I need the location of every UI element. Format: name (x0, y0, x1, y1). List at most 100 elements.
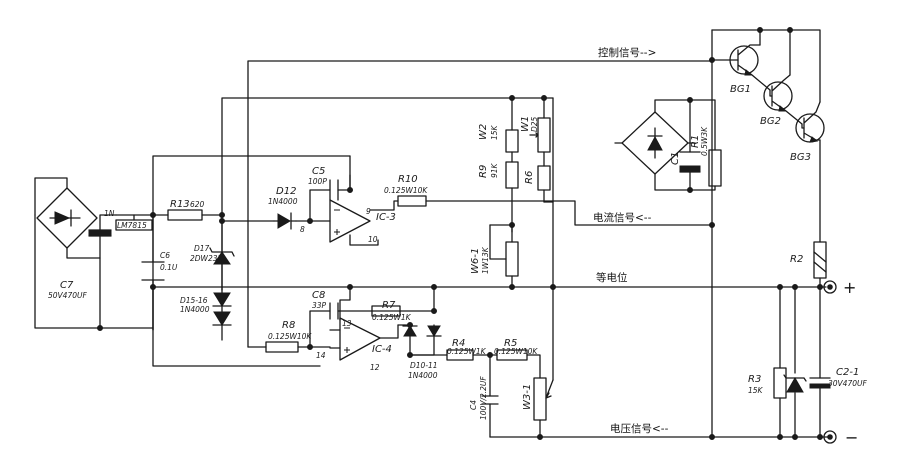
label-minus: − (845, 428, 858, 447)
label-r10: R10 (398, 174, 418, 185)
label-r13: R13 (170, 199, 190, 210)
label-c7-val: 50V470UF (48, 291, 87, 300)
label-d17-val: 2DW232 (190, 254, 223, 263)
label-r1-val: 0.5W3K (700, 126, 709, 156)
pot-w3 (533, 377, 554, 421)
label-c6: C6 (160, 251, 170, 260)
capacitor-c1 (679, 151, 701, 173)
label-r3: R3 (748, 374, 761, 385)
label-r6: R6 (524, 171, 535, 184)
label-r10-val: 0.125W10K (384, 186, 428, 195)
label-r4-val: 0.125W1K (447, 347, 487, 356)
label-d12-val: 1N4000 (268, 197, 298, 206)
capacitor-c8 (329, 302, 339, 320)
capacitor-c4 (481, 395, 499, 405)
label-c8-val: 33P (312, 301, 327, 310)
label-r2: R2 (790, 254, 803, 265)
label-w6-val: 1W13K (481, 246, 490, 274)
regulator-lm7815 (115, 214, 153, 231)
label-c2: C2-1 (836, 367, 859, 378)
diode-d12 (273, 212, 297, 230)
label-r5: R5 (504, 338, 517, 349)
label-ic4-p14: 14 (316, 351, 326, 360)
label-r5-val: 0.125W10K (494, 347, 538, 356)
label-c4: C4 (469, 400, 478, 410)
label-ic3: IC-3 (376, 212, 396, 223)
capacitor-c7 (88, 229, 112, 259)
capacitor-c2 (809, 377, 831, 389)
label-bg3: BG3 (790, 152, 811, 163)
label-d17: D17 (194, 244, 210, 253)
label-lm7815: LM7815 (117, 221, 147, 230)
label-w3: W3-1 (522, 384, 533, 410)
pot-w1 (529, 117, 551, 153)
label-plus: + (843, 278, 856, 297)
resistor-r6 (537, 165, 551, 191)
component-labels: R13 620 1N LM7815 C7 50V470UF C6 0.1U D1… (48, 84, 867, 420)
resistor-r1 (708, 149, 722, 187)
label-w2: W2 (478, 124, 489, 140)
label-c5-val: 100P (308, 177, 327, 186)
wires (34, 29, 829, 438)
label-c5: C5 (312, 166, 325, 177)
resistor-r10 (397, 195, 427, 207)
label-r1: R1 (690, 135, 701, 148)
label-d10-val: 1N4000 (408, 371, 438, 380)
resistor-r2 (813, 241, 827, 279)
capacitor-c6 (141, 261, 165, 281)
label-w6: W6-1 (470, 248, 481, 274)
pot-w6 (489, 224, 519, 277)
bridge-rectifier-left (36, 187, 98, 249)
opamp-ic3 (329, 199, 371, 243)
zener-d17 (209, 214, 235, 291)
label-ic3-p10: 10 (368, 235, 378, 244)
label-c4-val: 100V/2.2UF (479, 376, 488, 420)
label-d12: D12 (276, 186, 296, 197)
label-w2-val: 15K (490, 124, 499, 140)
label-current-signal: 电流信号<-- (593, 211, 652, 224)
label-r9: R9 (478, 165, 489, 178)
label-w1: W1 (520, 116, 531, 132)
label-r4: R4 (452, 338, 465, 349)
resistor-r4 (446, 349, 474, 361)
label-r8: R8 (282, 320, 295, 331)
label-ic3-p9: 9 (366, 207, 371, 216)
label-c6-val: 0.1U (160, 263, 178, 272)
label-ic4-p12: 12 (370, 363, 380, 372)
label-voltage-signal: 电压信号<-- (610, 422, 669, 435)
label-ic4: IC-4 (372, 344, 392, 355)
label-r13-val: 620 (190, 200, 205, 209)
label-r8-val: 0.125W10K (268, 332, 312, 341)
label-r3-val: 15K (748, 386, 764, 395)
label-c8: C8 (312, 290, 325, 301)
label-w1-val: D25 (530, 116, 539, 132)
label-r9-val: 91K (490, 162, 499, 178)
label-bg2: BG2 (760, 116, 781, 127)
transistor-bg2 (763, 74, 803, 125)
opamp-ic4 (329, 317, 381, 361)
label-r7: R7 (382, 300, 396, 311)
transistor-bg1 (711, 44, 771, 91)
resistor-r3 (773, 367, 787, 399)
label-equipotential: 等电位 (596, 271, 628, 284)
diodes-d10-11 (402, 325, 442, 337)
label-ic4-p13: 13 (342, 319, 352, 328)
resistor-r13 (167, 209, 203, 221)
label-ic3-p8: 8 (300, 225, 305, 234)
transistor-bg3 (795, 101, 825, 143)
label-1n: 1N (104, 209, 115, 218)
label-control-signal: 控制信号--> (598, 46, 656, 59)
label-c7: C7 (60, 280, 74, 291)
resistor-r9 (505, 161, 519, 189)
label-bg1: BG1 (730, 84, 751, 95)
label-c1: C1 (670, 152, 681, 165)
diodes-d15-16 (212, 289, 232, 341)
label-c2-val: 30V470UF (828, 379, 867, 388)
junction-dots (97, 27, 823, 440)
resistor-r7 (371, 305, 401, 317)
pot-w2 (505, 129, 519, 153)
terminal-plus (823, 280, 837, 294)
label-d10: D10-11 (410, 361, 438, 370)
label-d15-val: 1N4000 (180, 305, 210, 314)
